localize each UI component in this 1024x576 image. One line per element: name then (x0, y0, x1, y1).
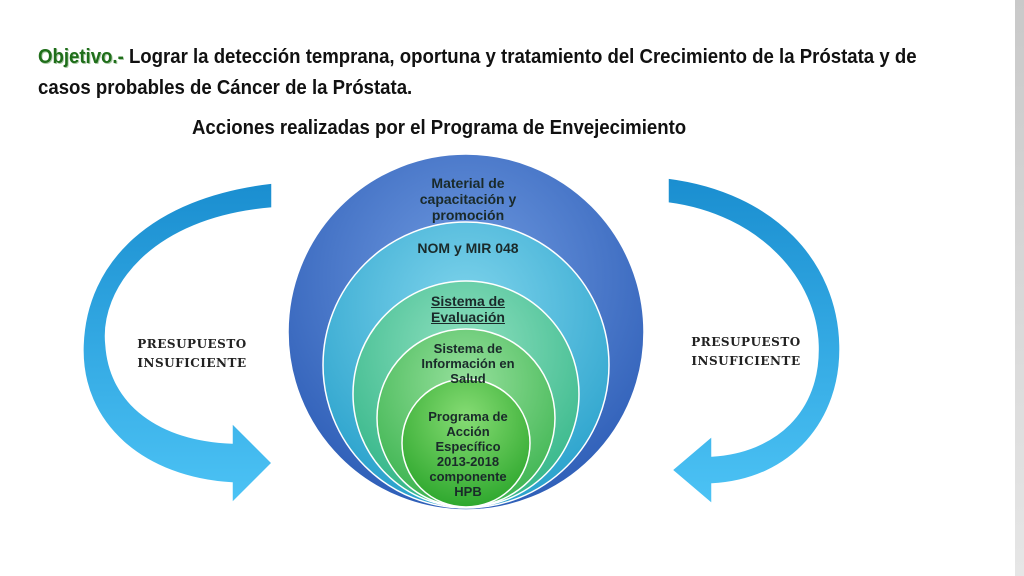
ring-3-label: Sistema de Evaluación (431, 293, 505, 325)
ring-4-label: Sistema de Información en Salud (421, 341, 515, 386)
ring-1-label: Material de capacitación y promoción (419, 175, 517, 223)
left-cycle-line1: PRESUPUESTO (137, 337, 247, 351)
right-cycle-arrow (667, 177, 841, 506)
ring-2-label: NOM y MIR 048 (417, 240, 519, 256)
diagram-subtitle: Acciones realizadas por el Programa de E… (192, 117, 687, 139)
ring-5-label: Programa de Acción Específico 2013-2018 … (428, 409, 508, 499)
objective-body: Lograr la detección temprana, oportuna y… (38, 46, 917, 99)
objective-label: Objetivo.- (38, 46, 124, 68)
objective-text: Objetivo.- Lograr la detección temprana,… (38, 42, 922, 104)
right-cycle-line2: INSUFICIENTE (691, 354, 801, 368)
right-cycle-line1: PRESUPUESTO (691, 335, 801, 349)
left-cycle-arrow (82, 182, 274, 505)
right-cycle-label: PRESUPUESTO INSUFICIENTE (666, 333, 826, 371)
left-cycle-label: PRESUPUESTO INSUFICIENTE (112, 335, 272, 373)
ring-5-circle (401, 378, 531, 508)
left-cycle-line2: INSUFICIENTE (137, 356, 247, 370)
slide-edge-bar (1015, 0, 1024, 576)
